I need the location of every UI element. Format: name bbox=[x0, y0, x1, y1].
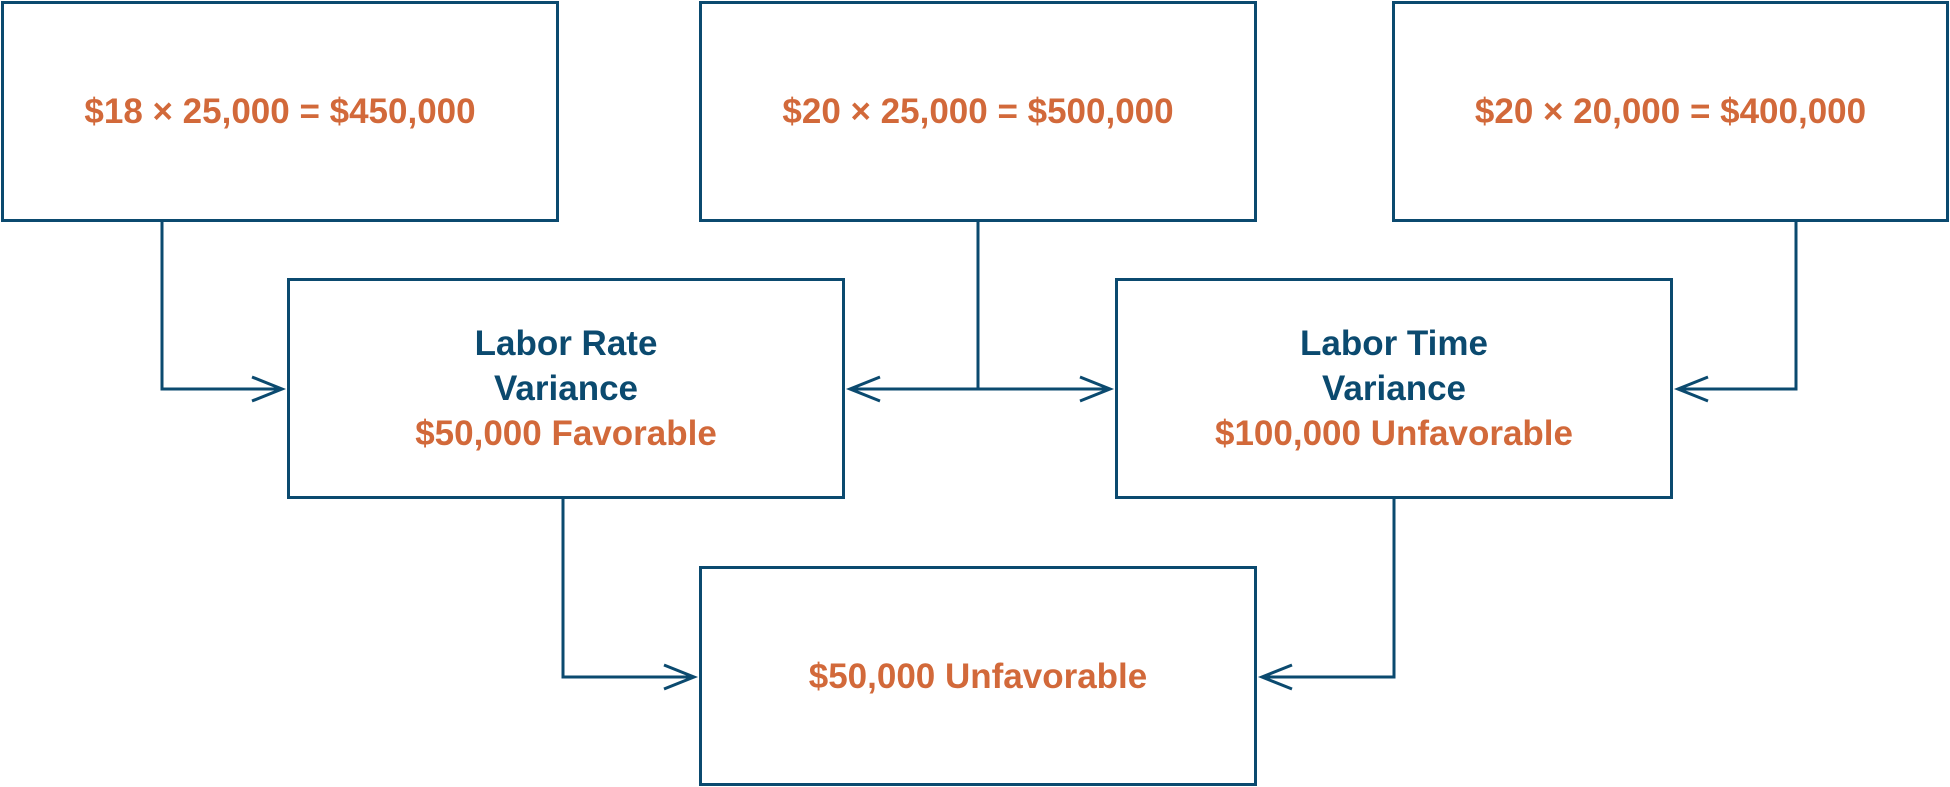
arrowhead-time-right bbox=[1673, 375, 1709, 403]
standard-cost-box: $20 × 20,000 = $400,000 bbox=[1392, 1, 1949, 222]
total-labor-variance-box: $50,000 Unfavorable bbox=[699, 566, 1257, 786]
arrowhead-time-left bbox=[1079, 375, 1115, 403]
labor-time-variance-title-line2: Variance bbox=[1322, 369, 1466, 408]
connector-actual-to-rate bbox=[160, 222, 282, 391]
actual-cost-box: $18 × 25,000 = $450,000 bbox=[1, 1, 559, 222]
standard-cost-formula: $20 × 20,000 = $400,000 bbox=[1474, 92, 1867, 131]
standard-rate-actual-hours-formula: $20 × 25,000 = $500,000 bbox=[782, 92, 1174, 131]
labor-time-variance-title-line1: Labor Time bbox=[1299, 324, 1488, 363]
connector-standard-to-time bbox=[1678, 222, 1798, 391]
labor-rate-variance-title-line2: Variance bbox=[494, 369, 638, 408]
labor-rate-variance-title-line1: Labor Rate bbox=[474, 324, 658, 363]
labor-rate-variance-value: $50,000 Favorable bbox=[415, 414, 717, 453]
connector-rate-to-total bbox=[561, 499, 694, 679]
labor-time-variance-value: $100,000 Unfavorable bbox=[1215, 414, 1573, 453]
arrowhead-rate-right bbox=[845, 375, 881, 403]
arrowhead-total-right bbox=[1257, 663, 1293, 691]
actual-cost-formula: $18 × 25,000 = $450,000 bbox=[84, 92, 476, 131]
standard-rate-actual-hours-box: $20 × 25,000 = $500,000 bbox=[699, 1, 1257, 222]
labor-time-variance-box: Labor Time Variance $100,000 Unfavorable bbox=[1115, 278, 1673, 499]
total-labor-variance-value: $50,000 Unfavorable bbox=[808, 656, 1148, 696]
labor-rate-variance-box: Labor Rate Variance $50,000 Favorable bbox=[287, 278, 845, 499]
connector-time-to-total bbox=[1262, 499, 1396, 679]
arrowhead-rate-left bbox=[251, 375, 287, 403]
arrowhead-total-left bbox=[663, 663, 699, 691]
